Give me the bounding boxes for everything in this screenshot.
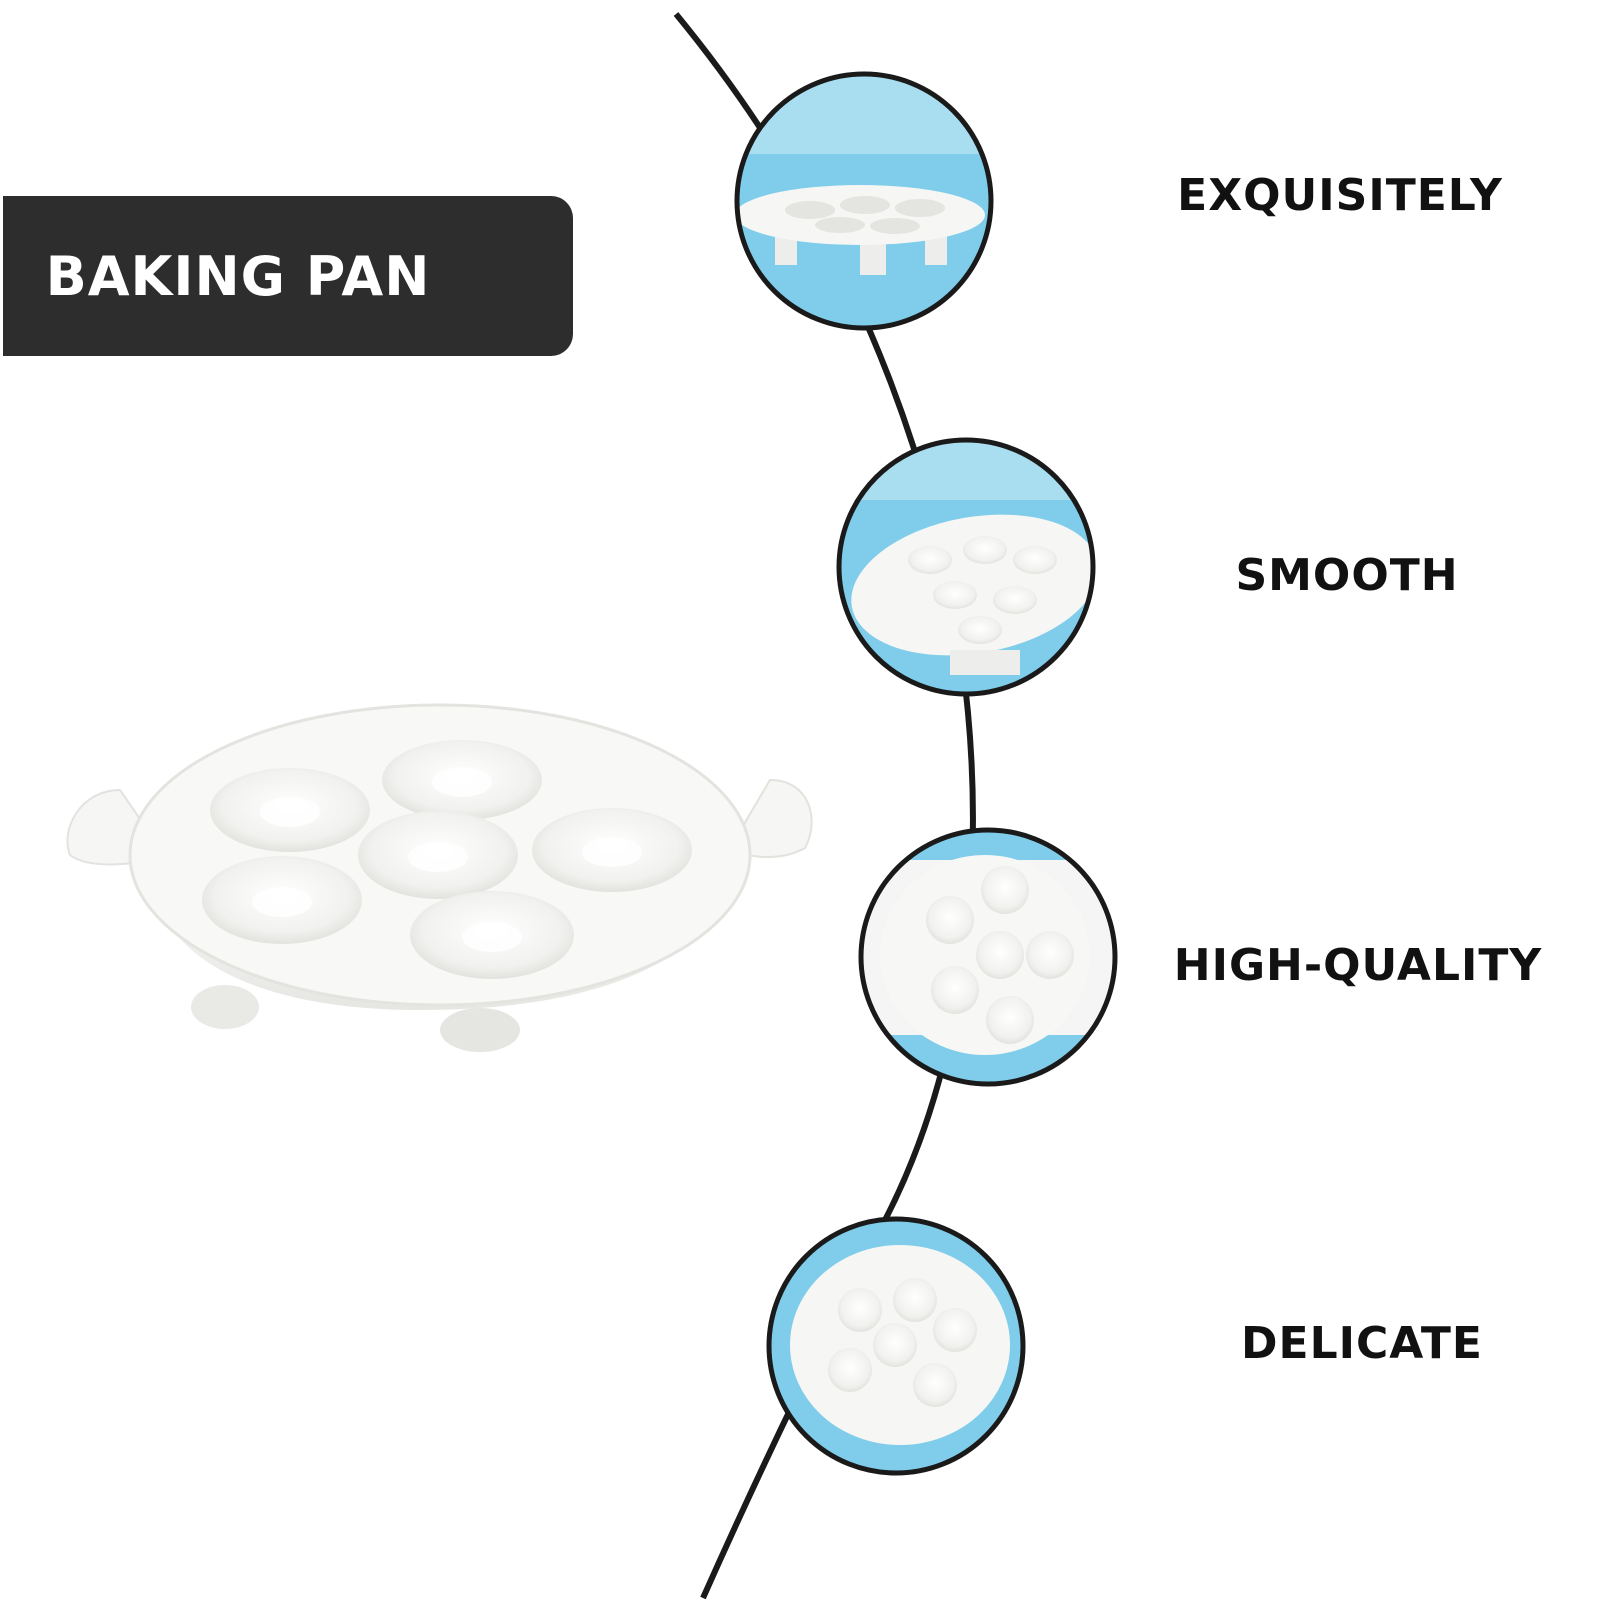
detail-circle-delicate bbox=[766, 1216, 1026, 1476]
product-title: BAKING PAN bbox=[45, 244, 431, 308]
detail-circle-exquisitely bbox=[734, 71, 994, 331]
detail-circle-high-quality bbox=[858, 827, 1118, 1087]
baking-pan-image bbox=[66, 703, 813, 1052]
product-title-banner: BAKING PAN bbox=[3, 196, 573, 356]
feature-label-exquisitely: EXQUISITELY bbox=[1177, 170, 1503, 221]
detail-circle-smooth bbox=[836, 437, 1096, 697]
pan-cups bbox=[202, 740, 692, 979]
feature-label-delicate: DELICATE bbox=[1241, 1318, 1483, 1369]
feature-label-high-quality: HIGH-QUALITY bbox=[1173, 940, 1543, 991]
feature-label-smooth: SMOOTH bbox=[1235, 550, 1459, 601]
